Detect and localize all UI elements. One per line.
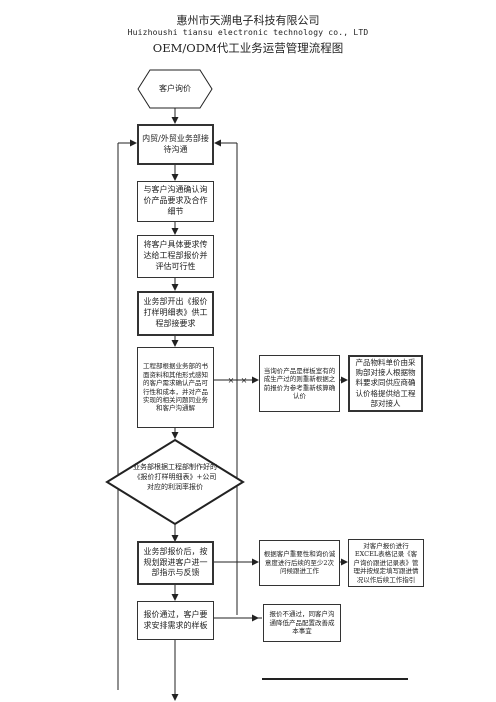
step-follow-up: 业务部报价后，按规划跟进客户进一部指示与反馈 (137, 541, 214, 585)
side-follow-up-greetings: 根据客户重要性和询价诚意度进行后续的至少2次问候跟进工作 (259, 540, 340, 586)
decision-shape (105, 438, 245, 526)
side-excel-record: 对客户报价进行EXCEL表格记录《客户询价跟进记录表》管理并按规定填写跟进情况以… (348, 539, 424, 587)
step-quotation-sheet: 业务部开出《报价打样明细表》供工程部接要求 (137, 291, 214, 336)
start-node-label: 客户询价 (159, 84, 191, 93)
step-confirm-requirements: 与客户沟通确认询价产品要求及合作细节 (137, 181, 214, 222)
svg-text:×: × (241, 376, 248, 385)
side-quotation-failed: 报价不通过，同客户沟通降低产品配置改善成本事宜 (263, 604, 341, 642)
document-title: OEM/ODM代工业务运营管理流程图 (152, 41, 344, 55)
step-engineering-evaluation: 工程部根据业务部的书面资料和其他形式感知的客户需求确认产品可行性和成本，并对产品… (137, 347, 214, 428)
start-shape (137, 69, 213, 109)
decision-label: 业务部根据工程部制作好的《报价打样明细表》+公司对应的利润率报价 (133, 463, 217, 491)
company-name-en: Huizhoushi tiansu electronic technology … (127, 28, 369, 37)
side-material-pricing: 产品物料单价由采购部对接人根据物料要求同供应商确认价格提供给工程部对接人 (348, 355, 423, 412)
company-name-cn: 惠州市天溯电子科技有限公司 (176, 14, 320, 27)
step-quotation-passed: 报价通过，客户要求安排需求的样板 (137, 601, 214, 640)
svg-text:×: × (228, 376, 235, 385)
step-pass-to-engineering: 将客户具体要求传达给工程部报价并评估可行性 (137, 235, 214, 278)
step-reception: 内贸/外贸业务部接待沟通 (137, 124, 214, 165)
side-sample-room-price: 当询价产品是样板室有的成生产过的则重新根据之前报价为参考重新核算确认价 (259, 355, 340, 412)
